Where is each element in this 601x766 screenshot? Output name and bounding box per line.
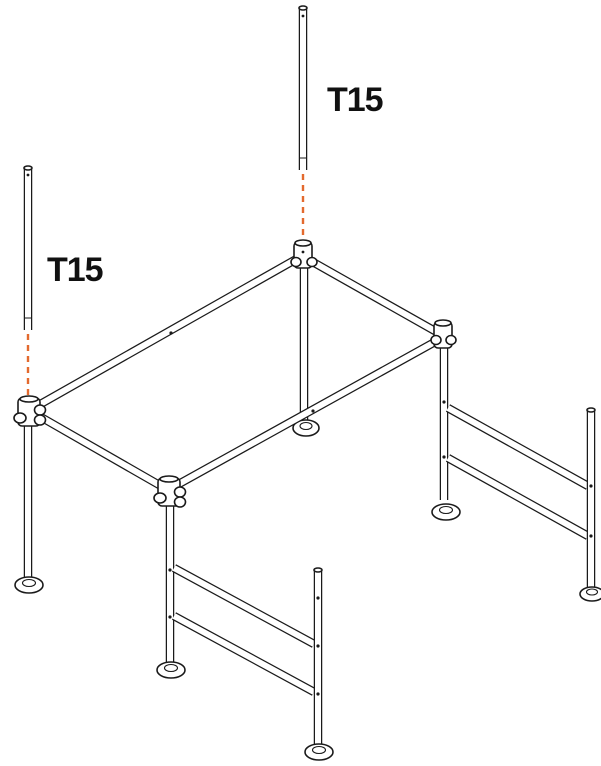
right-far-foot bbox=[579, 586, 601, 602]
frame-rail-back-right bbox=[301, 253, 445, 339]
front-corner-foot bbox=[156, 661, 186, 679]
front-side-rails bbox=[171, 564, 317, 696]
right-corner-foot bbox=[431, 503, 461, 521]
t15-post-left bbox=[23, 165, 33, 330]
frame-rail-front-right bbox=[165, 334, 445, 494]
rear-foot bbox=[292, 419, 320, 437]
part-label-left: T15 bbox=[47, 251, 103, 289]
front-far-post bbox=[313, 567, 323, 745]
right-far-post bbox=[586, 407, 596, 588]
front-far-foot bbox=[304, 743, 334, 761]
joint-back-corner bbox=[290, 239, 318, 269]
frame-rail-front-left bbox=[29, 408, 171, 494]
t15-post-top bbox=[298, 5, 308, 170]
front-corner-post bbox=[165, 495, 175, 663]
joint-front-corner bbox=[153, 475, 187, 508]
left-corner-foot bbox=[14, 576, 44, 594]
joint-right-corner bbox=[430, 319, 457, 349]
frame-rail-back-left bbox=[27, 253, 303, 414]
part-label-top: T15 bbox=[327, 81, 383, 119]
right-side-rails bbox=[445, 404, 591, 540]
joint-left-corner bbox=[13, 395, 47, 427]
right-corner-post bbox=[439, 340, 449, 500]
rear-vertical-post bbox=[299, 260, 309, 422]
